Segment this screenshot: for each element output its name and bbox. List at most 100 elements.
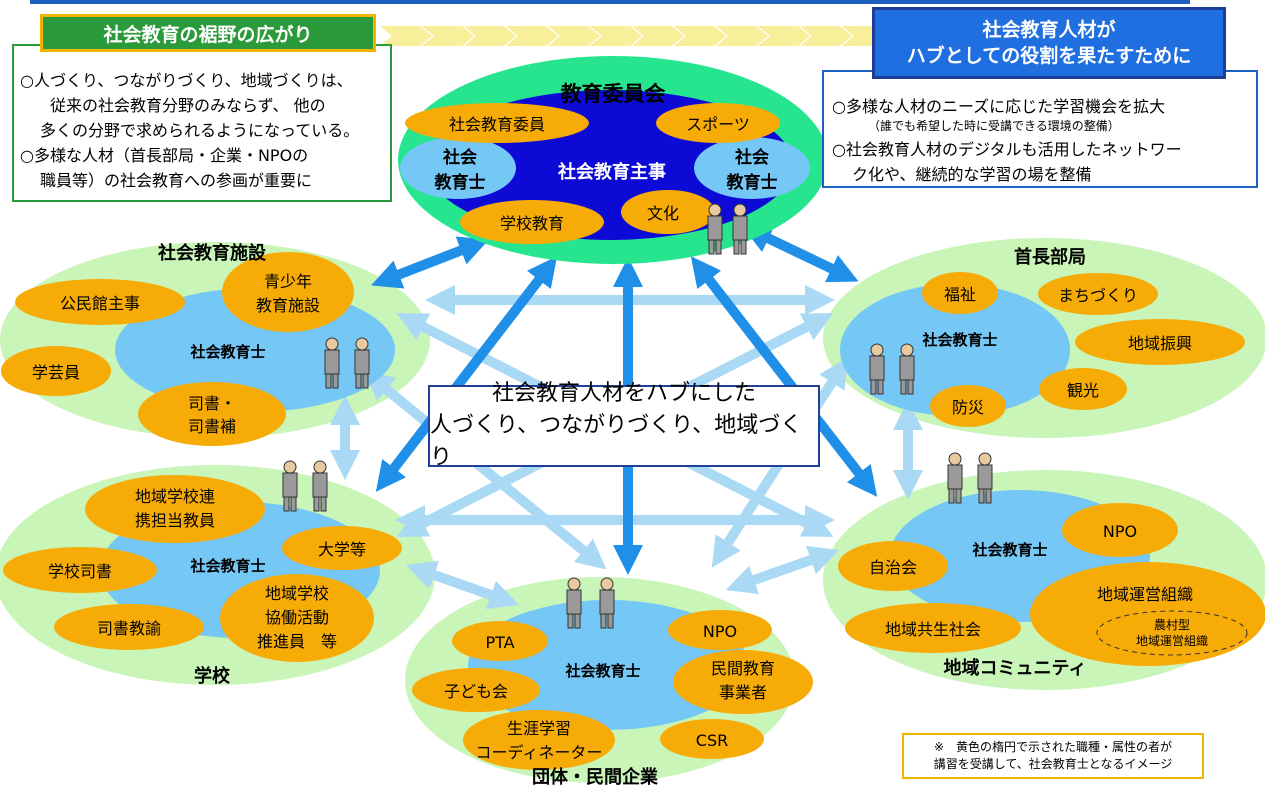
footnote-line: ※ 黄色の楕円で示された職種・属性の者が [933,740,1173,754]
community-role-label: 地域運営組織 [1097,585,1193,604]
facilities-role-ellipse [138,382,286,446]
board-left-label: 社会 [442,147,477,168]
board-role-label: 社会教育委員 [449,115,545,134]
school-title: 学校 [194,665,231,687]
hub-title-line: ハブとしての役割を果たすために [906,45,1192,67]
footnote-line: 講習を受講して、社会教育士となるイメージ [933,757,1173,771]
center-message: 社会教育人材をハブにした 人づくり、つながりづくり、地域づくり [428,381,820,470]
community-role-label: 地域運営組織 [1136,634,1208,648]
school-role-label: 地域学校 [265,584,329,603]
org-role-ellipse [452,621,548,661]
board-title: 教育委員会 [561,82,666,106]
facilities-role-label: 青少年 [264,272,312,291]
facilities-core-label: 社会教育士 [189,343,265,361]
facilities-title: 社会教育施設 [158,242,267,264]
board-role-ellipse [405,103,589,143]
mayor-role-ellipse [1075,319,1245,365]
org-core-label: 社会教育士 [564,662,640,680]
org-role-label: コーディネーター [476,743,603,762]
board-role-label: スポーツ [686,115,750,134]
scope-line: ○人づくり、つながりづくり、地域づくりは、 [20,71,353,90]
school-role-label: 大学等 [318,540,366,559]
school-role-ellipse [220,574,374,662]
community-role-ellipse [1030,562,1265,666]
mayor-role-ellipse [1038,273,1158,315]
org-title: 団体・民間企業 [532,766,659,788]
hub-item: ク化や、継続的な学習の場を整備 [852,165,1092,184]
org-role-ellipse [673,650,813,714]
school-core-label: 社会教育士 [189,557,265,575]
community-subgroup-ellipse [1096,610,1248,656]
facilities-role-ellipse [222,252,354,332]
center-line: 社会教育人材をハブにした [491,381,756,406]
mayor-title: 首長部局 [1014,246,1086,268]
school-role-label: 推進員 等 [257,632,337,651]
community-core-label: 社会教育士 [971,541,1047,559]
mayor-role-label: まちづくり [1058,286,1138,305]
footnote: ※ 黄色の楕円で示された職種・属性の者が 講習を受講して、社会教育士となるイメー… [902,733,1204,779]
school-role-ellipse [85,475,265,543]
school-role-ellipse [3,547,157,593]
org-role-label: 子ども会 [444,682,508,701]
facilities-role-label: 司書・ [188,394,236,413]
board-left-ellipse [400,137,516,199]
community-role-ellipse [1062,503,1178,557]
mayor-role-label: 福祉 [944,285,976,304]
board-role-ellipse [621,190,715,234]
school-role-ellipse [282,526,402,570]
board-right-label: 教育士 [726,172,778,193]
board-right-label: 社会 [734,147,769,168]
board-role-label: 学校教育 [500,214,564,233]
school-role-label: 学校司書 [48,562,112,581]
facilities-role-label: 教育施設 [256,296,320,315]
community-role-ellipse [845,603,1021,653]
org-role-ellipse [660,719,764,759]
board-role-ellipse [656,103,780,143]
scope-title: 社会教育の裾野の広がり [40,14,376,52]
facilities-role-ellipse [15,279,185,325]
board-left-label: 教育士 [434,172,486,193]
community-role-ellipse [838,541,948,591]
community-role-label: 農村型 [1154,618,1190,632]
school-role-ellipse [54,604,204,650]
facilities-role-label: 司書補 [188,417,236,436]
scope-description: ○人づくり、つながりづくり、地域づくりは、 従来の社会教育分野のみならず、 他の… [12,44,392,202]
board-role-label: 文化 [647,204,679,223]
facilities-role-label: 学芸員 [32,363,80,382]
org-role-ellipse [463,710,615,770]
scope-line: 多くの分野で求められるようになっている。 [40,121,360,140]
board-right-ellipse [694,137,810,199]
mayor-role-ellipse [1039,368,1127,410]
hub-item-note: （誰でも希望した時に受講できる環境の整備） [868,119,1120,133]
hub-description: ○多様な人材のニーズに応じた学習機会を拡大 （誰でも希望した時に受講できる環境の… [822,70,1258,188]
mayor-role-label: 地域振興 [1128,334,1192,353]
org-role-label: PTA [485,633,514,652]
community-role-label: NPO [1103,522,1137,541]
community-title: 地域コミュニティ [944,657,1087,679]
org-role-ellipse [412,668,540,712]
facilities-role-label: 公民館主事 [60,294,140,313]
hub-title-line: 社会教育人材が [982,19,1116,41]
org-role-label: NPO [703,622,737,641]
community-role-label: 自治会 [869,558,917,577]
mayor-role-ellipse [922,272,998,314]
mayor-core-ellipse [840,284,1070,416]
school-role-label: 協働活動 [265,608,329,627]
top-rule [30,0,1190,4]
community-role-label: 地域共生社会 [885,620,981,639]
org-role-label: 生涯学習 [507,719,571,738]
org-role-ellipse [668,610,772,650]
mayor-role-label: 観光 [1067,381,1099,400]
school-role-label: 司書教諭 [97,619,161,638]
mayor-role-label: 防災 [952,398,984,417]
center-line: 人づくり、つながりづくり、地域づくり [430,413,803,470]
school-role-label: 地域学校連 [135,487,215,506]
board-role-ellipse [460,200,604,244]
scope-line: ○多様な人材（首長部局・企業・NPOの [20,146,309,165]
school-role-label: 携担当教員 [135,511,215,530]
scope-line: 職員等）の社会教育への参画が重要に [40,171,313,190]
hub-title: 社会教育人材が ハブとしての役割を果たすために [872,7,1226,79]
mayor-role-ellipse [930,385,1006,427]
scope-line: 従来の社会教育分野のみならず、 他の [50,96,326,115]
